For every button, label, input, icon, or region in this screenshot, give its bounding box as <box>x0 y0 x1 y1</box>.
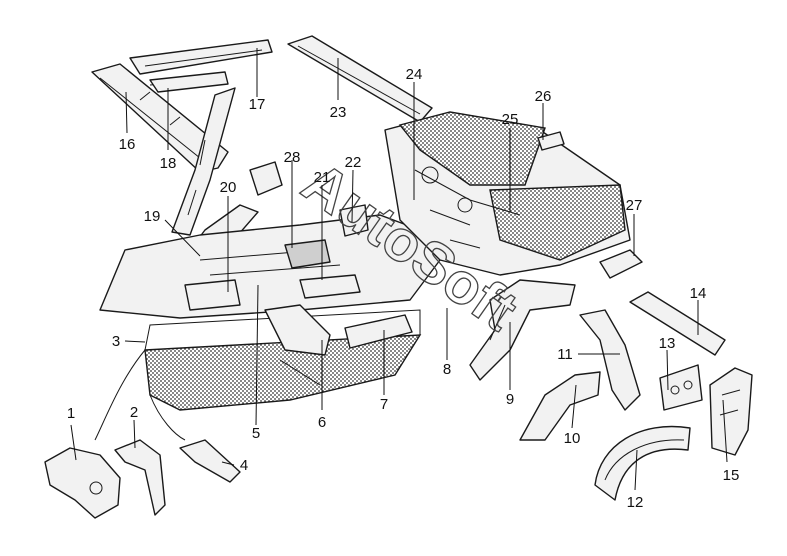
callout-23: 23 <box>330 104 347 121</box>
callout-20: 20 <box>220 179 237 196</box>
part-pillar <box>171 87 236 236</box>
part-8-9-arch <box>469 279 576 381</box>
callout-16: 16 <box>119 136 136 153</box>
callout-13: 13 <box>659 335 676 352</box>
floor-outline <box>94 349 186 441</box>
callout-17: 17 <box>249 96 266 113</box>
callout-7: 7 <box>380 396 388 413</box>
callout-5: 5 <box>252 425 260 442</box>
callout-15: 15 <box>723 467 740 484</box>
callout-1: 1 <box>67 405 75 422</box>
part-11-pillar <box>579 309 641 411</box>
part-14-rail <box>629 291 726 356</box>
part-17-header <box>129 39 273 93</box>
part-5-6-7 <box>264 304 413 386</box>
callout-26: 26 <box>535 88 552 105</box>
callout-21: 21 <box>314 169 331 186</box>
callout-6: 6 <box>318 414 326 431</box>
part-15-panel <box>709 367 753 456</box>
callout-14: 14 <box>690 285 707 302</box>
callout-28: 28 <box>284 149 301 166</box>
leader-lines <box>70 48 728 491</box>
part-16-rail <box>91 63 229 173</box>
part-26-clip <box>537 131 565 151</box>
part-1-bracket <box>44 447 121 519</box>
callout-8: 8 <box>443 361 451 378</box>
part-2-bracket <box>114 439 166 516</box>
callout-3: 3 <box>112 333 120 350</box>
callout-27: 27 <box>626 197 643 214</box>
part-13-bracket <box>659 364 703 411</box>
callout-22: 22 <box>345 154 362 171</box>
callout-9: 9 <box>506 391 514 408</box>
callout-24: 24 <box>406 66 423 83</box>
part-10-arch <box>519 371 601 441</box>
callout-labels: 1 2 3 4 5 6 7 8 9 10 11 12 13 14 15 16 1… <box>67 66 740 511</box>
callout-18: 18 <box>160 155 177 172</box>
part-27-bracket <box>599 249 643 279</box>
callout-2: 2 <box>130 404 138 421</box>
callout-25: 25 <box>502 111 519 128</box>
part-4-bracket <box>179 439 241 483</box>
part-24-rear-panel <box>384 111 631 276</box>
callout-11: 11 <box>557 346 573 363</box>
callout-4: 4 <box>240 457 248 474</box>
part-23-rail <box>287 35 433 123</box>
part-20-21-22-28 <box>249 161 369 299</box>
part-12-wheelhouse <box>594 425 691 501</box>
callout-12: 12 <box>627 494 644 511</box>
callout-10: 10 <box>564 430 581 447</box>
callout-19: 19 <box>144 208 161 225</box>
